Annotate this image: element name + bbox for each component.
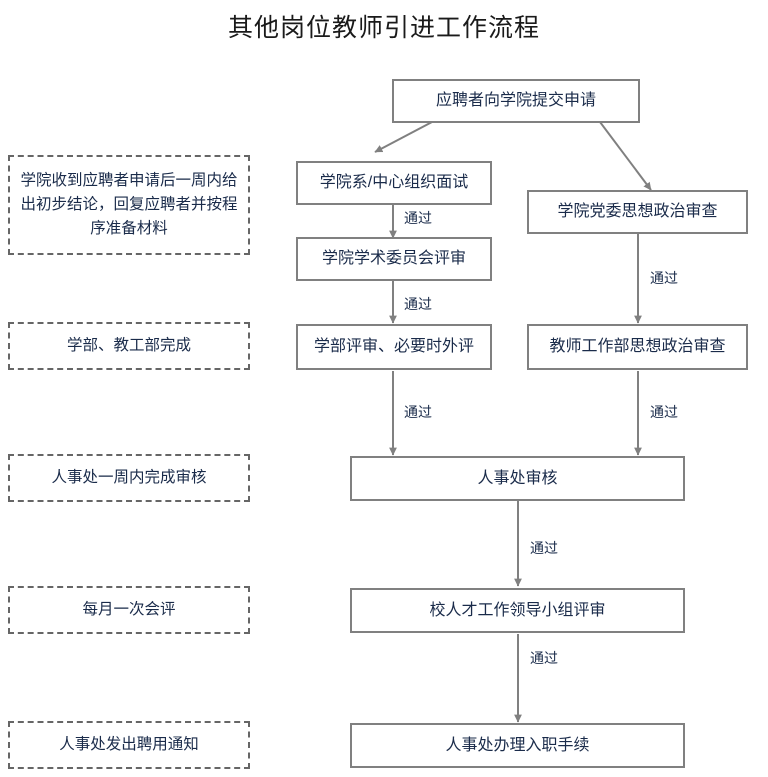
edge-label-faculty-to-hr: 通过	[404, 404, 432, 420]
edge-label-hr-to-talent: 通过	[530, 540, 558, 556]
node-college-party-review[interactable]: 学院党委思想政治审查	[527, 190, 748, 234]
edge-label-talent-to-onboarding: 通过	[530, 650, 558, 666]
note-offer-notice: 人事处发出聘用通知	[8, 721, 250, 769]
note-college-reply: 学院收到应聘者申请后一周内给出初步结论，回复应聘者并按程序准备材料	[8, 155, 250, 255]
page-title: 其他岗位教师引进工作流程	[227, 14, 540, 42]
note-faculty-complete: 学部、教工部完成	[8, 322, 250, 370]
node-interview[interactable]: 学院系/中心组织面试	[296, 161, 492, 205]
node-talent-group-review[interactable]: 校人才工作领导小组评审	[350, 588, 685, 633]
edge-start-to-interview	[374, 121, 433, 153]
edge-label-teacherdept-to-hr: 通过	[650, 404, 678, 420]
node-faculty-review[interactable]: 学部评审、必要时外评	[296, 324, 492, 370]
note-monthly-review: 每月一次会评	[8, 586, 250, 634]
node-start[interactable]: 应聘者向学院提交申请	[392, 79, 640, 123]
edge-start-to-party	[599, 121, 652, 191]
node-teacher-dept-review[interactable]: 教师工作部思想政治审查	[527, 324, 748, 370]
node-hr-onboarding[interactable]: 人事处办理入职手续	[350, 723, 685, 768]
node-college-academic-review[interactable]: 学院学术委员会评审	[296, 237, 492, 281]
edge-label-interview-to-academic: 通过	[404, 210, 432, 226]
note-hr-one-week: 人事处一周内完成审核	[8, 454, 250, 502]
node-hr-review[interactable]: 人事处审核	[350, 456, 685, 501]
edge-label-party-to-teacherdept: 通过	[650, 270, 678, 286]
edge-label-academic-to-faculty: 通过	[404, 296, 432, 312]
